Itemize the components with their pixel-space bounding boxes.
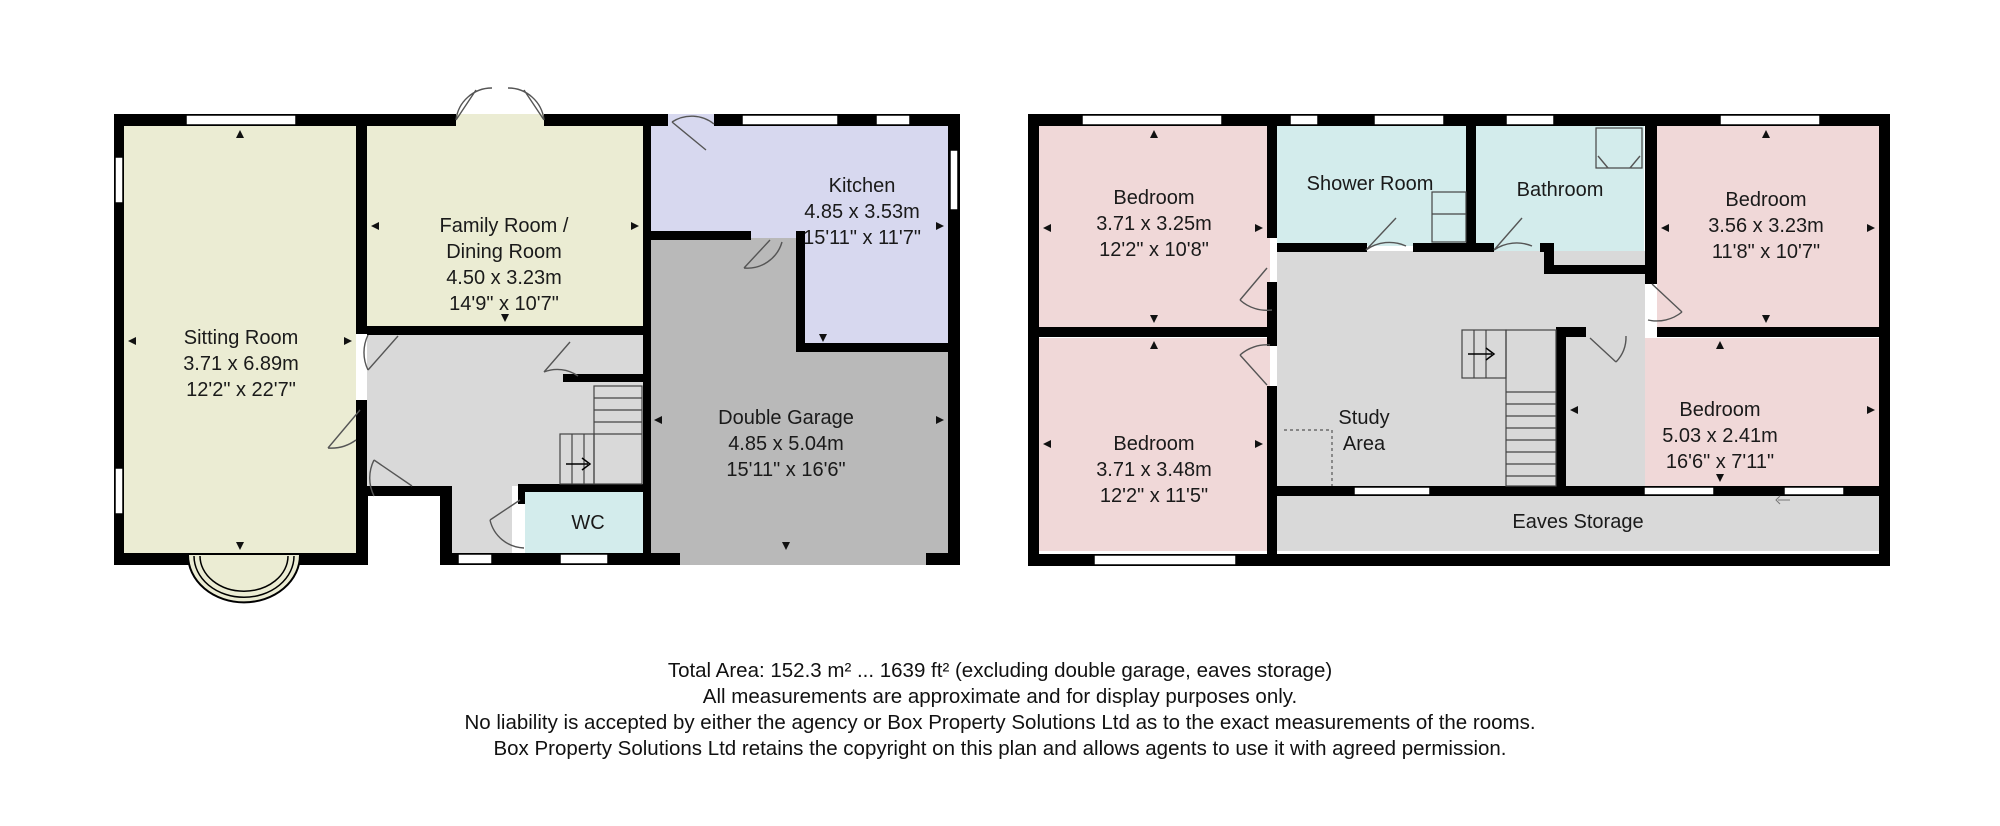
garage-metric: 4.85 x 5.04m bbox=[728, 433, 844, 455]
bedroom-4-metric: 5.03 x 2.41m bbox=[1662, 425, 1778, 447]
bedroom-3-name: Bedroom bbox=[1113, 433, 1194, 455]
bedroom-4-imperial: 16'6" x 7'11" bbox=[1666, 451, 1774, 473]
stairs-first bbox=[1461, 329, 1557, 487]
bedroom-3-imperial: 12'2" x 11'5" bbox=[1100, 485, 1208, 507]
copyright-text: Box Property Solutions Ltd retains the c… bbox=[493, 737, 1507, 760]
kitchen-metric: 4.85 x 3.53m bbox=[804, 201, 920, 223]
bedroom-2-imperial: 11'8" x 10'7" bbox=[1712, 241, 1820, 263]
sitting-room-metric: 3.71 x 6.89m bbox=[183, 353, 299, 375]
disclaimer: Total Area: 152.3 m² ... 1639 ft² (exclu… bbox=[0, 658, 2000, 762]
eaves-storage-name: Eaves Storage bbox=[1512, 511, 1643, 533]
ground-floor-plan bbox=[114, 87, 960, 604]
family-room-fill bbox=[367, 126, 643, 331]
bedroom-2-metric: 3.56 x 3.23m bbox=[1708, 215, 1824, 237]
study-name-1: Study bbox=[1338, 407, 1389, 429]
kitchen-name: Kitchen bbox=[829, 175, 896, 197]
sitting-room-name: Sitting Room bbox=[184, 327, 299, 349]
hall-fill-lower bbox=[452, 480, 512, 555]
total-area-text: Total Area: 152.3 m² ... 1639 ft² (exclu… bbox=[667, 659, 1333, 682]
family-room-metric: 4.50 x 3.23m bbox=[446, 267, 562, 289]
wc-fill bbox=[525, 492, 643, 555]
family-room-name-1: Family Room / bbox=[440, 215, 569, 237]
bedroom-2-name: Bedroom bbox=[1725, 189, 1806, 211]
garage-imperial: 15'11" x 16'6" bbox=[726, 459, 845, 481]
bedroom-2-fill bbox=[1657, 126, 1879, 331]
bathroom-name: Bathroom bbox=[1517, 179, 1604, 201]
kitchen-fill-lower bbox=[803, 238, 948, 346]
bedroom-1-metric: 3.71 x 3.25m bbox=[1096, 213, 1212, 235]
bedroom-3-fill bbox=[1039, 338, 1270, 551]
shower-fill bbox=[1277, 126, 1468, 246]
family-room-imperial: 14'9" x 10'7" bbox=[449, 293, 559, 315]
kitchen-imperial: 15'11" x 11'7" bbox=[803, 227, 921, 249]
liability-text: No liability is accepted by either the a… bbox=[464, 711, 1536, 734]
approximate-text: All measurements are approximate and for… bbox=[702, 685, 1298, 708]
study-name-2: Area bbox=[1343, 433, 1386, 455]
stairs-ground bbox=[559, 385, 643, 485]
first-floor-plan bbox=[1028, 114, 1890, 566]
eaves-fill bbox=[1277, 496, 1879, 551]
family-room-name-2: Dining Room bbox=[446, 241, 562, 263]
sitting-room-fill bbox=[124, 126, 356, 555]
bedroom-3-metric: 3.71 x 3.48m bbox=[1096, 459, 1212, 481]
bedroom-4-name: Bedroom bbox=[1679, 399, 1760, 421]
sitting-room-imperial: 12'2" x 22'7" bbox=[186, 379, 296, 401]
bedroom-1-imperial: 12'2" x 10'8" bbox=[1099, 239, 1209, 261]
bedroom-1-fill bbox=[1039, 126, 1270, 331]
wc-name: WC bbox=[571, 512, 604, 534]
landing-fill-2 bbox=[1277, 251, 1566, 486]
shower-room-name: Shower Room bbox=[1307, 173, 1434, 195]
garage-name: Double Garage bbox=[718, 407, 854, 429]
bedroom-1-name: Bedroom bbox=[1113, 187, 1194, 209]
